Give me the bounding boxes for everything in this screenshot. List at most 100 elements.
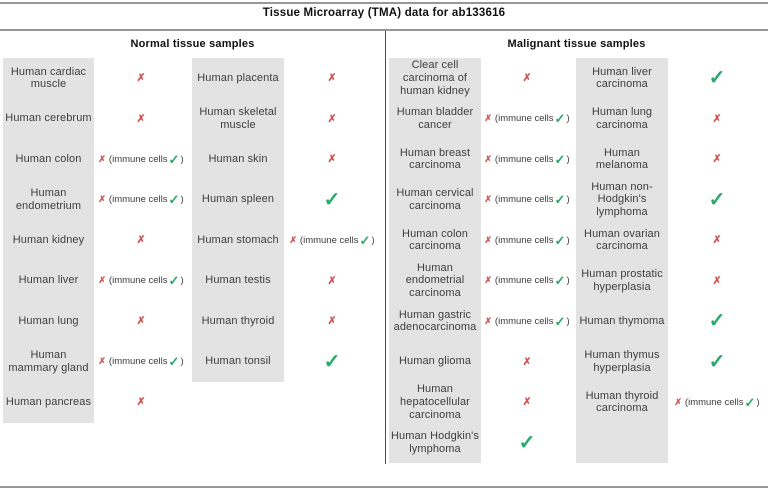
check-mark-icon: ✓ — [554, 232, 566, 248]
x-mark-icon: ✗ — [327, 153, 337, 165]
x-mark-icon: ✗ — [98, 194, 106, 205]
top-rule — [0, 2, 768, 4]
tissue-name: Human spleen — [201, 193, 275, 206]
result-positive: ✓ — [668, 301, 766, 342]
tissue-name: Human non-Hodgkin's lymphoma — [591, 180, 653, 219]
tissue-name: Human thymoma — [579, 314, 665, 327]
result-negative: ✗ — [94, 220, 188, 261]
result-positive: ✓ — [668, 342, 766, 383]
result-positive: ✓ — [668, 58, 766, 99]
check-mark-icon: ✓ — [168, 192, 180, 208]
tissue-name: Human gastric adenocarcinoma — [393, 308, 477, 334]
x-mark-icon: ✗ — [327, 72, 337, 84]
result-negative: ✗ — [94, 99, 188, 140]
tissue-name: Human skeletal muscle — [199, 106, 277, 131]
close-paren: ) — [180, 194, 184, 206]
tissue-name: Human kidney — [12, 233, 85, 246]
check-mark-icon: ✓ — [554, 192, 566, 208]
x-mark-icon: ✗ — [712, 153, 722, 165]
immune-cells-label: (immune cells — [494, 234, 554, 246]
result-positive: ✓ — [481, 423, 573, 464]
tissue-name: Human pancreas — [5, 395, 92, 408]
x-mark-icon: ✗ — [484, 153, 492, 164]
tissue-name: Human hepatocellular carcinoma — [400, 383, 470, 421]
immune-cells-label: (immune cells — [494, 315, 554, 327]
result-negative-immune-positive: ✗(immune cells✓) — [94, 139, 188, 180]
tissue-name: Human lung carcinoma — [591, 106, 653, 131]
check-mark-icon: ✓ — [708, 350, 726, 373]
check-mark-icon: ✓ — [708, 188, 726, 211]
tissue-name: Human breast carcinoma — [399, 146, 471, 172]
check-mark-icon: ✓ — [323, 188, 341, 211]
result-negative: ✗ — [284, 58, 380, 99]
x-mark-icon: ✗ — [712, 112, 722, 125]
x-mark-icon: ✗ — [484, 234, 492, 245]
result-band: ✗✗(immune cells✓)✗(immune cells✓)✗(immun… — [481, 58, 573, 463]
result-negative-immune-positive: ✗(immune cells✓) — [481, 99, 573, 140]
tissue-name: Human thymus hyperplasia — [584, 349, 660, 374]
check-mark-icon: ✓ — [168, 151, 180, 167]
close-paren: ) — [371, 234, 375, 246]
result-positive: ✓ — [284, 342, 380, 383]
section-header-malignant: Malignant tissue samples — [507, 38, 646, 50]
result-negative: ✗ — [284, 139, 380, 180]
result-negative: ✗ — [94, 382, 188, 423]
check-mark-icon: ✓ — [744, 394, 756, 410]
check-mark-icon: ✓ — [554, 151, 566, 167]
check-mark-icon: ✓ — [518, 431, 536, 454]
x-mark-icon: ✗ — [484, 315, 492, 326]
x-mark-icon: ✗ — [136, 112, 146, 125]
tissue-name: Human placenta — [197, 71, 279, 84]
result-band: ✗✗✗(immune cells✓)✗(immune cells✓)✗✗(imm… — [94, 58, 188, 423]
x-mark-icon: ✗ — [98, 356, 106, 367]
tissue-name: Human melanoma — [595, 146, 649, 172]
tissue-name: Human prostatic hyperplasia — [581, 268, 663, 293]
tissue-name: Clear cell carcinoma of human kidney — [400, 59, 470, 97]
immune-cells-label: (immune cells — [494, 194, 554, 206]
tissue-name: Human Hodgkin's lymphoma — [391, 430, 479, 455]
close-paren: ) — [180, 275, 184, 287]
tissue-name: Human endometrium — [15, 187, 82, 212]
immune-cells-label: (immune cells — [684, 396, 744, 408]
result-negative-immune-positive: ✗(immune cells✓) — [668, 382, 766, 423]
x-mark-icon: ✗ — [327, 274, 337, 287]
check-mark-icon: ✓ — [168, 273, 180, 289]
result-negative: ✗ — [481, 342, 573, 383]
tissue-name: Human cervical carcinoma — [396, 187, 474, 212]
tissue-name: Human mammary gland — [8, 349, 89, 374]
result-negative-immune-positive: ✗(immune cells✓) — [481, 261, 573, 302]
x-mark-icon: ✗ — [484, 113, 492, 124]
close-paren: ) — [566, 194, 570, 206]
tissue-name — [576, 423, 668, 464]
check-mark-icon: ✓ — [359, 232, 371, 248]
tissue-name: Human glioma — [398, 355, 472, 368]
tissue-name: Human thyroid — [201, 314, 275, 327]
result-positive: ✓ — [284, 180, 380, 221]
tissue-name: Human endometrial carcinoma — [405, 261, 465, 300]
check-mark-icon: ✓ — [554, 273, 566, 289]
close-paren: ) — [566, 113, 570, 125]
x-mark-icon: ✗ — [674, 396, 682, 407]
x-mark-icon: ✗ — [484, 275, 492, 286]
check-mark-icon: ✓ — [168, 354, 180, 370]
tissue-name: Human ovarian carcinoma — [584, 227, 660, 253]
tissue-name: Human thyroid carcinoma — [585, 389, 659, 415]
check-mark-icon: ✓ — [554, 111, 566, 127]
x-mark-icon: ✗ — [98, 153, 106, 164]
x-mark-icon: ✗ — [136, 315, 146, 327]
x-mark-icon: ✗ — [136, 72, 146, 84]
close-paren: ) — [756, 396, 760, 408]
result-negative: ✗ — [481, 58, 573, 99]
tissue-name: Human tonsil — [205, 355, 271, 368]
tissue-name: Human testis — [205, 274, 271, 287]
result-positive: ✓ — [668, 180, 766, 221]
result-negative-immune-positive: ✗(immune cells✓) — [94, 342, 188, 383]
close-paren: ) — [566, 234, 570, 246]
result-negative: ✗ — [284, 99, 380, 140]
